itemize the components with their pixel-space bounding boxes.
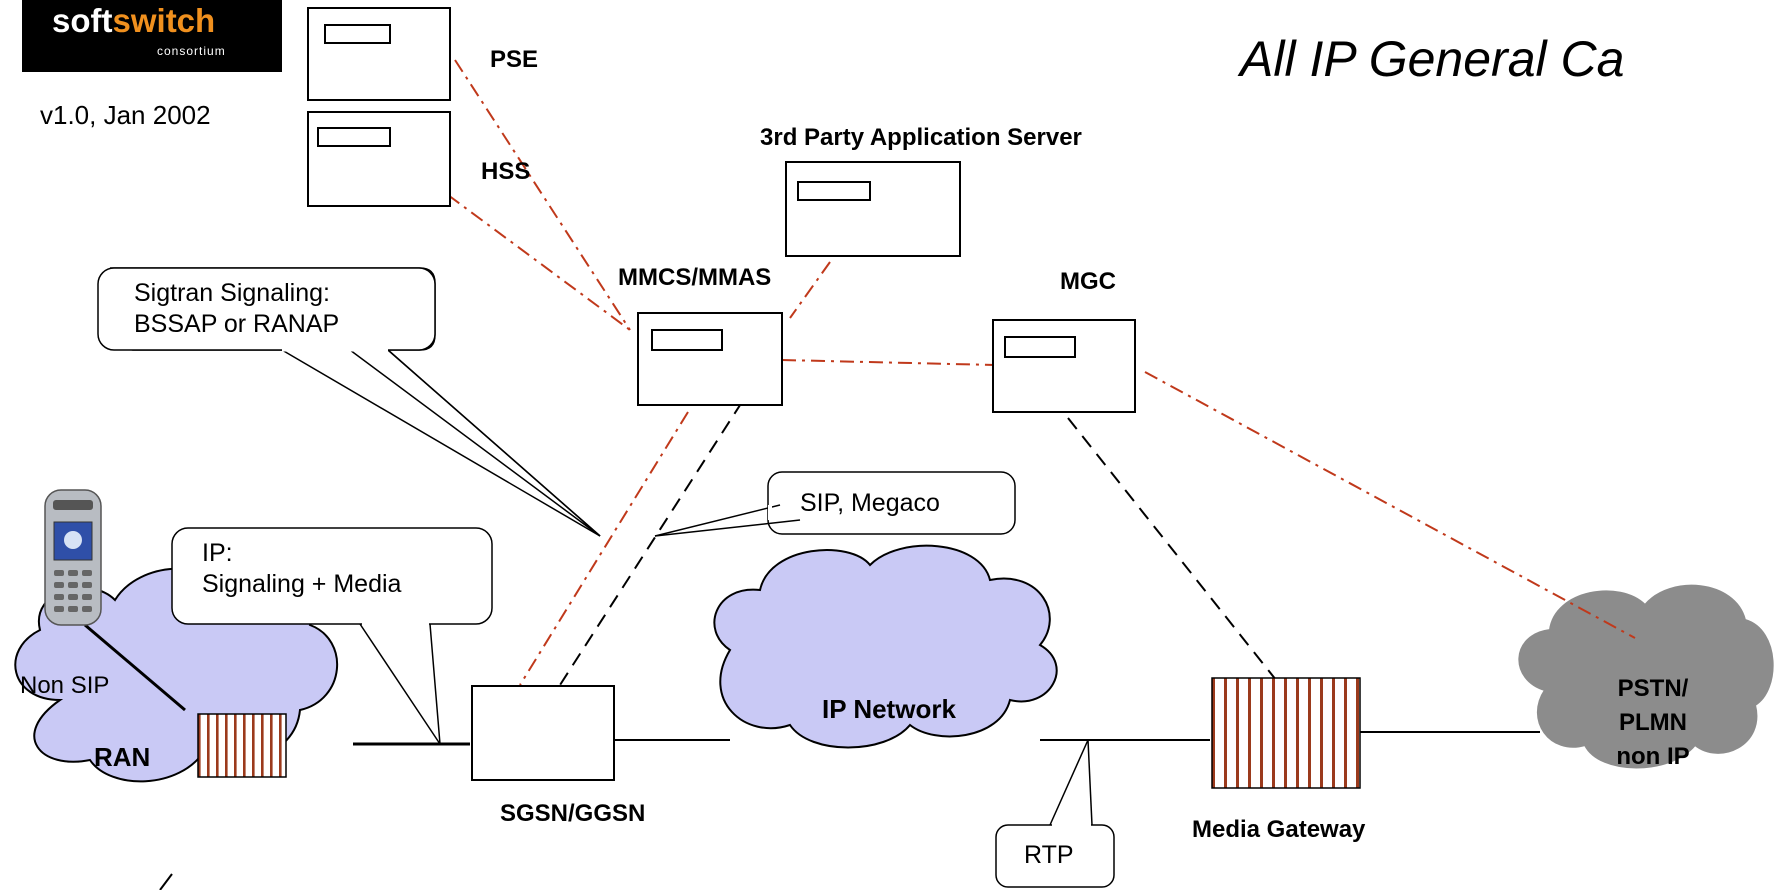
- mmcs-box: [637, 312, 783, 406]
- rtp-callout-text: RTP: [1024, 841, 1074, 869]
- ran-label: RAN: [94, 742, 151, 772]
- control-links: [559, 401, 1281, 686]
- media-gateway-label: Media Gateway: [1192, 816, 1366, 843]
- bearer-links: [84, 623, 1540, 746]
- sigtran-callout-text: Sigtran Signaling: BSSAP or RANAP: [134, 279, 340, 338]
- sip-callout-text: SIP, Megaco: [800, 489, 940, 517]
- ip-callout-text: IP: Signaling + Media: [202, 539, 402, 598]
- sgsn-label: SGSN/GGSN: [500, 800, 646, 827]
- pstn-cloud: [1518, 584, 1774, 769]
- ran-radio-block: [197, 713, 287, 778]
- sigtran-callout: [97, 267, 601, 537]
- signaling-links: [447, 59, 1636, 686]
- ip-network-label: IP Network: [822, 694, 956, 724]
- non-sip-label: Non SIP: [20, 672, 110, 699]
- mobile-phone-icon: [44, 489, 102, 626]
- hss-box: [307, 111, 451, 207]
- sip-callout: [654, 471, 1016, 537]
- ran-tail-mark: [159, 873, 173, 890]
- ip-callout: [171, 527, 493, 745]
- pse-box: [307, 7, 451, 101]
- app-server-box: [785, 161, 961, 257]
- mgc-box: [992, 319, 1136, 413]
- pstn-label: PSTN/ PLMN non IP: [1616, 675, 1690, 770]
- mmcs-label: MMCS/MMAS: [618, 264, 772, 291]
- ip-network-cloud: [713, 544, 1058, 749]
- page-title: All IP General Ca: [1240, 31, 1625, 87]
- pse-label: PSE: [490, 46, 539, 73]
- rtp-callout: [995, 739, 1115, 888]
- version-label: v1.0, Jan 2002: [40, 100, 211, 130]
- sgsn-box: [471, 685, 615, 781]
- app-server-label: 3rd Party Application Server: [760, 124, 1082, 151]
- softswitch-logo: softswitch consortium: [22, 0, 282, 72]
- hss-label: HSS: [481, 158, 531, 185]
- mgc-label: MGC: [1060, 268, 1116, 295]
- media-gateway-block: [1211, 677, 1361, 789]
